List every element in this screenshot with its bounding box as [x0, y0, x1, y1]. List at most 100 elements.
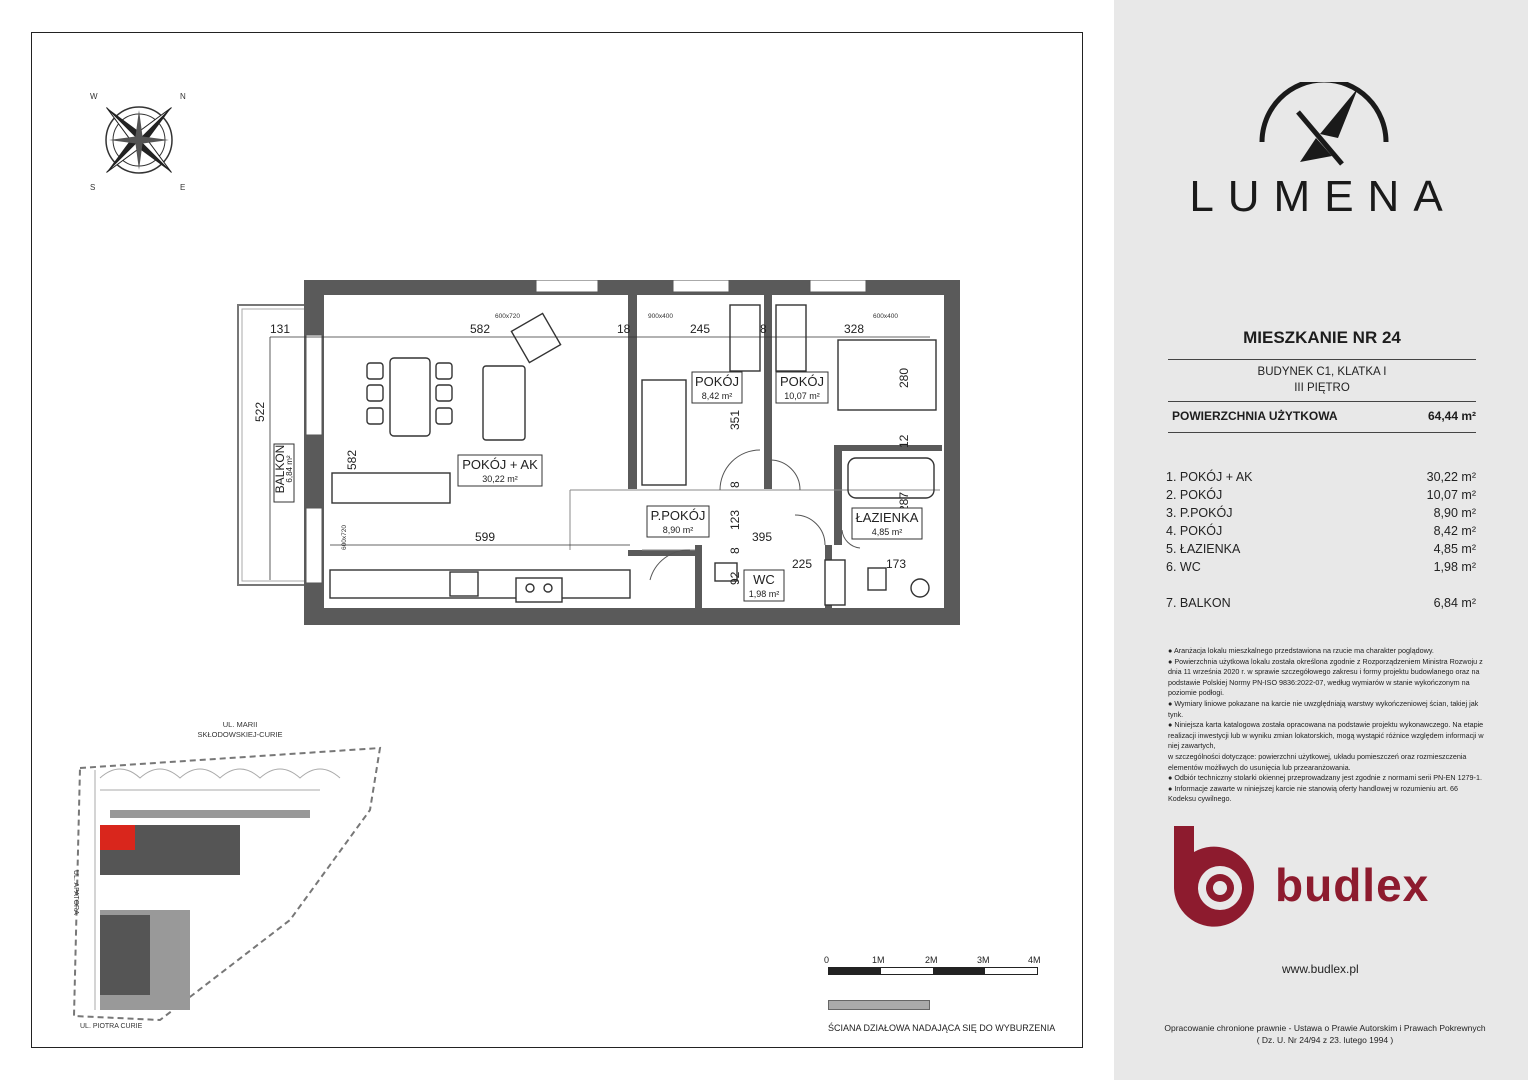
room-wc: WC 1,98 m²	[743, 569, 785, 602]
svg-text:WC: WC	[753, 572, 775, 587]
dim-280: 280	[897, 368, 911, 388]
compass-rose: N E S W	[90, 92, 186, 192]
dim-522: 522	[253, 402, 267, 422]
street-top-label: UL. MARII SKŁODOWSKIEJ-CURIE	[190, 720, 290, 740]
copyright-line2: ( Dz. U. Nr 24/94 z 23. lutego 1994 )	[1256, 1035, 1394, 1045]
street-top-line2: SKŁODOWSKIEJ-CURIE	[197, 730, 283, 739]
room-balcony: BALKON 6,84 m²	[273, 443, 295, 503]
dim-123: 123	[728, 510, 742, 530]
svg-text:1,98 m²: 1,98 m²	[749, 589, 780, 599]
company-name: budlex	[1275, 859, 1430, 911]
room-bedroom-1: POKÓJ 8,42 m²	[691, 371, 743, 404]
dim-8-top: 8	[760, 322, 767, 336]
divider-1	[1168, 359, 1476, 360]
bed-large	[837, 339, 937, 411]
room-bathroom: ŁAZIENKA 4,85 m²	[851, 507, 923, 540]
brand-name: LUMENA	[1189, 172, 1457, 221]
compass-e: E	[180, 183, 185, 192]
site-map: UL. MARII UL. APATORA UL. PIOTRA CURIE	[72, 746, 382, 1030]
usable-area-value: 64,44 m²	[1427, 409, 1476, 423]
window-label-3: 600x400	[873, 313, 898, 320]
dim-328: 328	[844, 322, 864, 336]
apartment-title: MIESZKANIE NR 24	[1243, 328, 1401, 347]
bathtub	[847, 457, 935, 499]
note: ● Wymiary liniowe pokazane na karcie nie…	[1168, 698, 1479, 719]
disclaimer-notes: ● Aranżacja lokalu mieszkalnego przedsta…	[1168, 646, 1486, 805]
compass-s: S	[90, 183, 95, 192]
sofa	[482, 365, 526, 441]
compass-w: W	[90, 92, 98, 101]
dim-92: 92	[728, 571, 742, 585]
floor-label: III PIĘTRO	[1294, 382, 1350, 394]
dim-225: 225	[792, 557, 812, 571]
scale-tick-1: 1M	[872, 955, 885, 965]
bed-small	[641, 379, 687, 486]
svg-text:8,42 m²: 8,42 m²	[702, 391, 733, 401]
budlex-logo-icon	[1173, 826, 1254, 927]
building-label: BUDYNEK C1, KLATKA I	[1257, 366, 1387, 378]
room-living: POKÓJ + AK 30,22 m²	[457, 454, 543, 487]
dim-18: 18	[617, 322, 631, 336]
highlighted-apartment	[100, 825, 135, 850]
scale-tick-2: 2M	[925, 955, 938, 965]
dim-131: 131	[270, 322, 290, 336]
svg-text:4,85 m²: 4,85 m²	[872, 527, 903, 537]
svg-text:POKÓJ: POKÓJ	[695, 374, 739, 389]
demolishable-wall-legend: ŚCIANA DZIAŁOWA NADAJĄCA SIĘ DO WYBURZEN…	[828, 1023, 1056, 1033]
demolishable-wall-swatch	[828, 1000, 930, 1010]
dim-599: 599	[475, 530, 495, 544]
street-left: UL. APATORA	[72, 870, 79, 915]
svg-text:BALKON: BALKON	[273, 445, 287, 494]
room-bedroom-2: POKÓJ 10,07 m²	[775, 371, 829, 404]
svg-text:8,90 m²: 8,90 m²	[663, 525, 694, 535]
lumena-logo-icon	[1259, 82, 1389, 166]
note: ● Niniejsza karta katalogowa została opr…	[1168, 720, 1484, 751]
copyright-line1: Opracowanie chronione prawnie - Ustawa o…	[1164, 1023, 1486, 1033]
drawing-frame	[31, 32, 1083, 1048]
dim-8-low: 8	[728, 547, 742, 554]
svg-text:POKÓJ + AK: POKÓJ + AK	[462, 457, 538, 472]
scale-tick-3: 3M	[977, 955, 990, 965]
dim-287: 287	[897, 492, 911, 512]
dim-582-top: 582	[470, 322, 490, 336]
svg-text:P.POKÓJ: P.POKÓJ	[651, 508, 706, 523]
window-label-4: 600x720	[341, 525, 348, 550]
compass-n: N	[180, 92, 186, 101]
window-label-1: 600x720	[495, 313, 520, 320]
scale-tick-0: 0	[824, 955, 830, 965]
dining-table	[389, 357, 431, 437]
dim-582-left: 582	[345, 450, 359, 470]
street-top-line1: UL. MARII	[222, 720, 258, 729]
usable-area-label: POWIERZCHNIA UŻYTKOWA	[1172, 409, 1338, 423]
scale-bar	[828, 955, 1038, 975]
floor-plan: 131 582 18 245 8 328 522 582 351 280 12 …	[237, 280, 960, 625]
svg-text:ŁAZIENKA: ŁAZIENKA	[856, 510, 919, 525]
street-bottom: UL. PIOTRA CURIE	[80, 1023, 143, 1030]
note: ● Informacje zawarte w niniejszej karcie…	[1168, 783, 1458, 804]
note: ● Aranżacja lokalu mieszkalnego przedsta…	[1168, 646, 1434, 655]
svg-text:POKÓJ: POKÓJ	[780, 374, 824, 389]
divider-3	[1168, 432, 1476, 433]
note: ● Powierzchnia użytkowa lokalu została o…	[1168, 656, 1483, 698]
dim-173: 173	[886, 557, 906, 571]
room-hall: P.POKÓJ 8,90 m²	[646, 505, 710, 538]
svg-text:10,07 m²: 10,07 m²	[784, 391, 820, 401]
dim-12: 12	[897, 434, 911, 448]
svg-text:6,84 m²: 6,84 m²	[285, 455, 294, 482]
divider-2	[1168, 401, 1476, 402]
scale-tick-4: 4M	[1028, 955, 1041, 965]
dim-395: 395	[752, 530, 772, 544]
svg-text:30,22 m²: 30,22 m²	[482, 474, 518, 484]
dim-8-mid: 8	[728, 481, 742, 488]
dim-351: 351	[728, 410, 742, 430]
dim-245: 245	[690, 322, 710, 336]
copyright: Opracowanie chronione prawnie - Ustawa o…	[1140, 1022, 1510, 1046]
company-website[interactable]: www.budlex.pl	[1282, 962, 1359, 976]
